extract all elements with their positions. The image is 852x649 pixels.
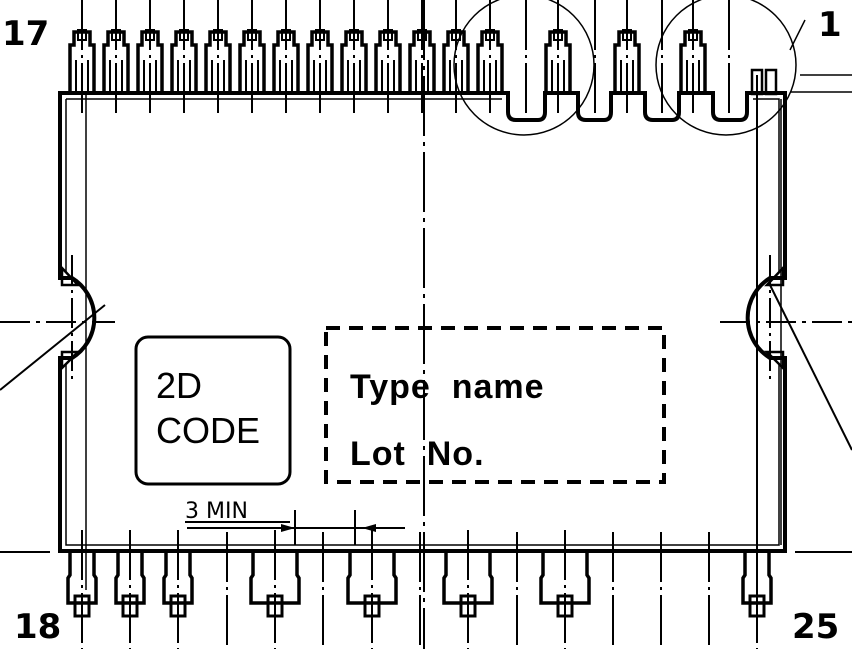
code-box-frame — [134, 335, 292, 486]
top-pin — [340, 29, 368, 92]
dimension-arrow — [281, 524, 295, 532]
leader-line — [769, 284, 852, 451]
lot-number-label: Lot No. — [350, 435, 485, 473]
dimension-arrow — [362, 524, 376, 532]
pin1-tab — [764, 68, 778, 96]
bottom-pin — [539, 552, 591, 618]
bottom-pin — [249, 552, 301, 618]
bottom-pin — [66, 552, 98, 618]
code-box-line1: 2D — [156, 365, 202, 406]
package-body — [58, 68, 787, 640]
top-pin — [476, 29, 504, 92]
marking-box: Type name Lot No. — [324, 326, 666, 484]
top-pin — [613, 29, 641, 92]
leader-line — [789, 19, 806, 51]
dimension-3min: 3 MIN — [185, 499, 405, 545]
top-pin — [272, 29, 300, 92]
detail-circle — [655, 0, 797, 136]
pin-label-25: 25 — [792, 607, 839, 647]
pin-label-18: 18 — [14, 607, 61, 647]
top-pin — [68, 29, 96, 92]
notch-chamfer — [764, 264, 785, 287]
top-pin — [306, 29, 334, 92]
code-box: 2D CODE — [134, 335, 292, 486]
top-pin — [408, 29, 436, 92]
marking-box-frame — [324, 326, 666, 484]
pin1-tab — [750, 68, 764, 96]
notch-centerlines — [0, 255, 852, 380]
pin-label-17: 17 — [2, 14, 49, 54]
top-pin-row — [68, 29, 707, 92]
detail-circle — [453, 0, 595, 136]
bottom-pin — [442, 552, 494, 618]
bottom-pin — [162, 552, 194, 618]
notch-chamfer — [60, 264, 81, 287]
notch-chamfer — [60, 350, 82, 372]
top-pin — [170, 29, 198, 92]
detail-callouts — [0, 0, 852, 553]
body-outline-inner — [65, 98, 780, 546]
bottom-pin — [346, 552, 398, 618]
top-pin — [679, 29, 707, 92]
code-box-line2: CODE — [156, 410, 260, 451]
top-pin — [136, 29, 164, 92]
top-pin — [102, 29, 130, 92]
bottom-pin — [114, 552, 146, 618]
dimension-label: 3 MIN — [185, 499, 248, 524]
top-pin — [374, 29, 402, 92]
notch-chamfer — [763, 350, 785, 372]
body-outline-outer — [58, 91, 787, 553]
pin-label-1: 1 — [818, 5, 842, 45]
top-pin — [238, 29, 266, 92]
top-pin — [204, 29, 232, 92]
top-pin — [544, 29, 572, 92]
leader-line — [0, 304, 106, 391]
type-name-label: Type name — [350, 368, 545, 406]
